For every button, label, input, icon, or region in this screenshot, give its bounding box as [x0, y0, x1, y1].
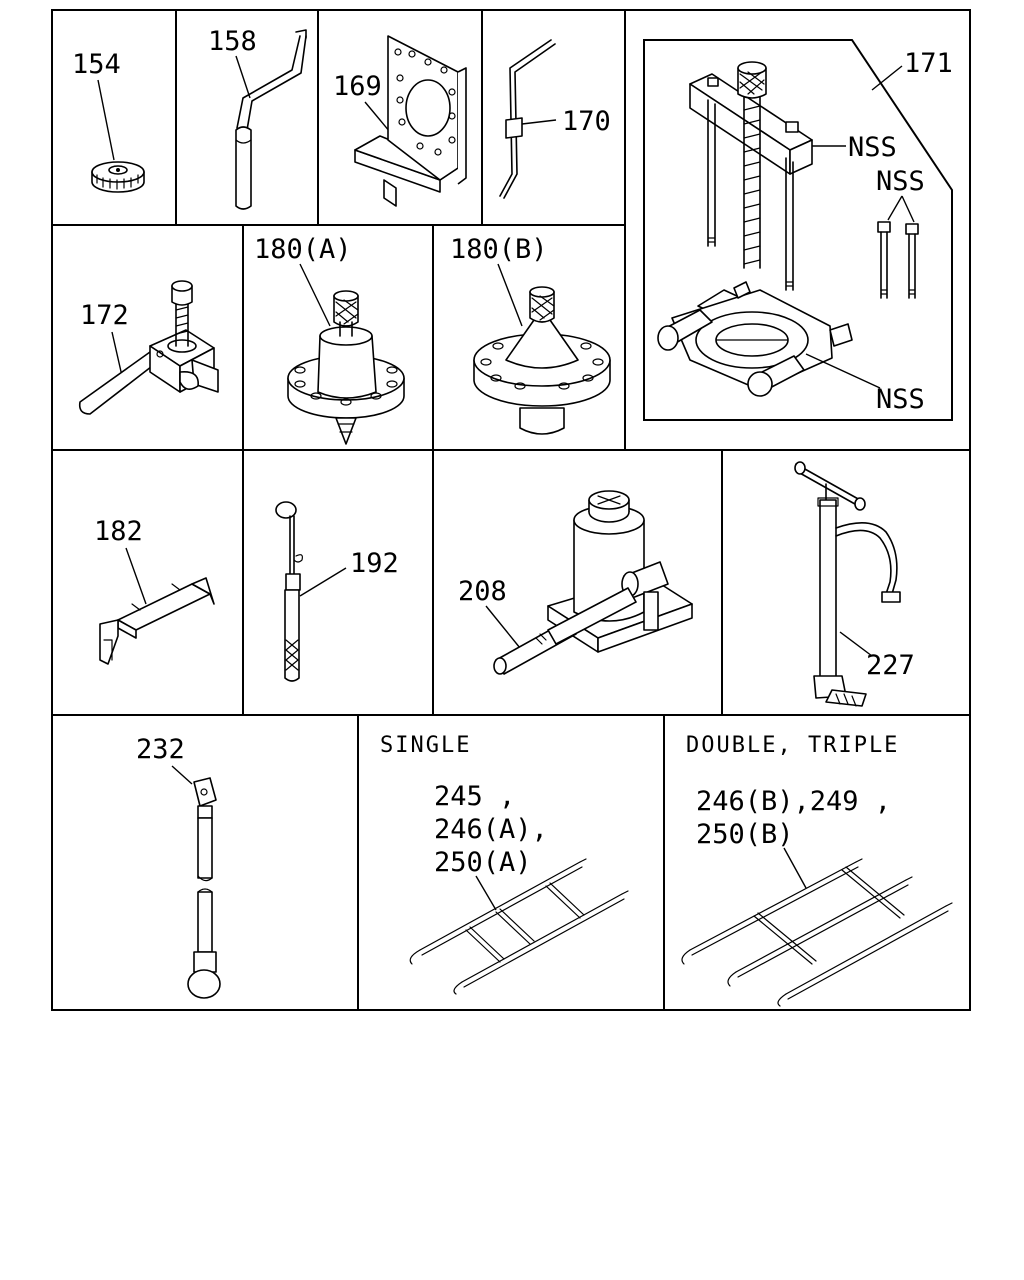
label-192: 192	[350, 548, 399, 579]
label-182: 182	[94, 516, 143, 547]
double-header: DOUBLE, TRIPLE	[686, 733, 899, 758]
single-label-line2: 246(A),	[434, 814, 548, 845]
part-171-puller-kit: 171 NSS NSS	[643, 39, 953, 421]
part-180b-tool: 180(B)	[450, 234, 611, 435]
part-208-jack: 208	[458, 490, 693, 675]
single-header: SINGLE	[380, 733, 471, 758]
single-chain-section: SINGLE 245 , 246(A), 250(A)	[380, 733, 629, 995]
part-182-bracket: 182	[94, 516, 215, 665]
diagram-grid	[51, 9, 971, 1011]
part-169-bracket: 169	[333, 35, 467, 207]
label-180b: 180(B)	[450, 234, 548, 265]
part-180a-tool: 180(A)	[254, 234, 405, 445]
part-227-pump: 227	[794, 461, 915, 707]
double-label-line1: 246(B),249 ,	[696, 786, 891, 817]
label-227: 227	[866, 650, 915, 681]
part-158-lever: 158	[208, 26, 307, 210]
part-232-tool: 232	[136, 734, 221, 999]
label-172: 172	[80, 300, 129, 331]
label-169: 169	[333, 71, 382, 102]
double-label-line2: 250(B)	[696, 819, 794, 850]
single-label-line3: 250(A)	[434, 847, 532, 878]
single-label-line1: 245 ,	[434, 781, 515, 812]
label-170: 170	[562, 106, 611, 137]
label-nss-2: NSS	[876, 166, 925, 197]
part-172-tool: 172	[78, 280, 219, 415]
part-170-rod: 170	[499, 39, 611, 199]
label-nss-1: NSS	[848, 132, 897, 163]
label-158: 158	[208, 26, 257, 57]
label-208: 208	[458, 576, 507, 607]
label-nss-3: NSS	[876, 384, 925, 415]
double-chain-section: DOUBLE, TRIPLE 246(B),249 , 250(B)	[681, 733, 953, 1007]
label-154: 154	[72, 49, 121, 80]
label-232: 232	[136, 734, 185, 765]
part-192-tool: 192	[275, 501, 399, 682]
label-171: 171	[904, 48, 953, 79]
label-180a: 180(A)	[254, 234, 352, 265]
part-154-knob: 154	[72, 49, 145, 193]
